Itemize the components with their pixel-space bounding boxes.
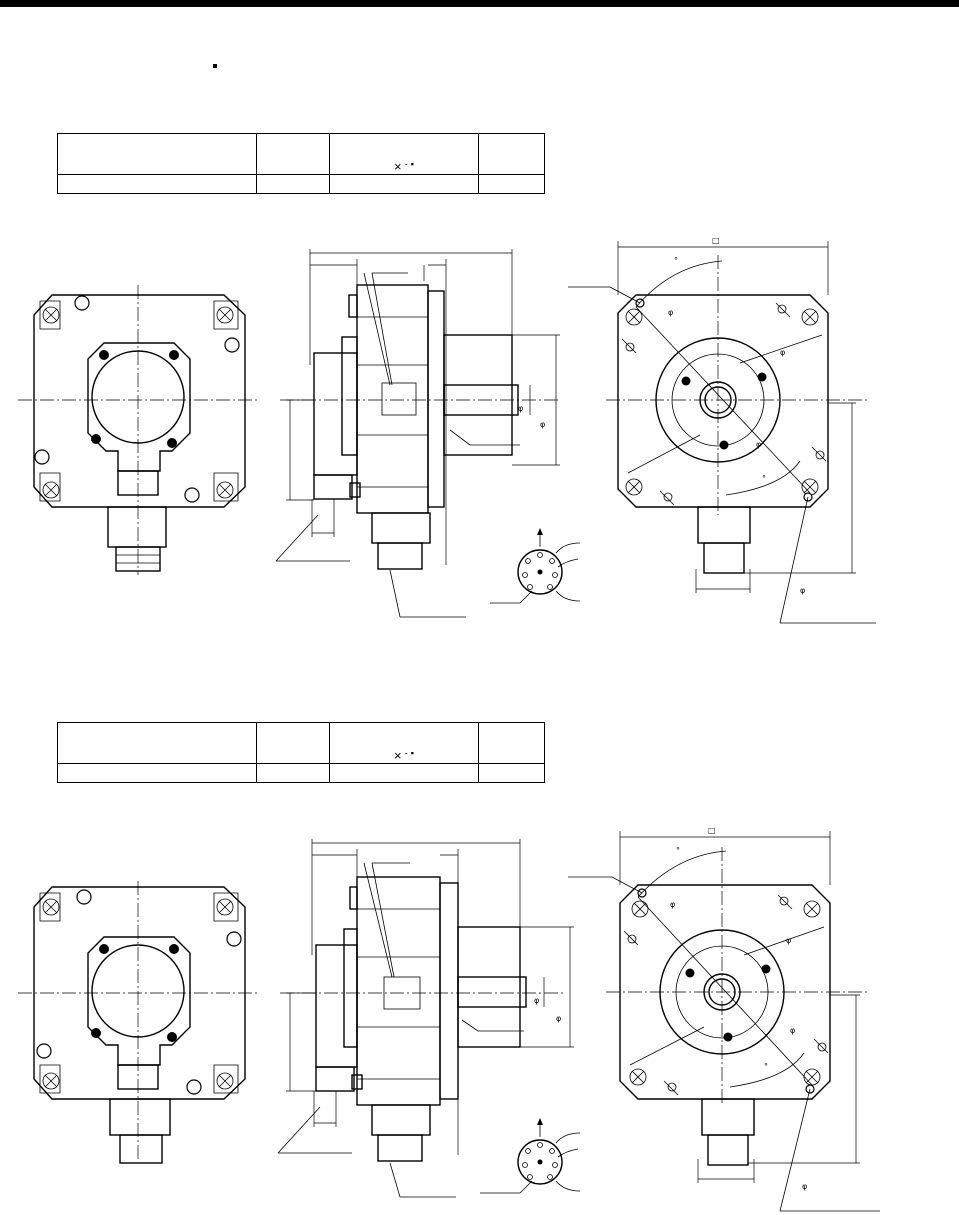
- rear-view: [18, 285, 260, 575]
- spec-table-cell: [57, 763, 257, 783]
- spec-table-2: × - ▪: [57, 722, 545, 783]
- front-view: □ ° ° φ φ φ φ φ φ: [534, 826, 880, 1212]
- diameter-symbol: φ: [668, 308, 673, 317]
- front-view: □ ° ° φ φ φ φ φ φ: [518, 236, 876, 624]
- spec-table-cell: [256, 174, 330, 194]
- spec-table-header-cell: [478, 722, 545, 764]
- spec-table-header-cell: [478, 133, 545, 175]
- diameter-symbol: φ: [534, 996, 539, 1005]
- spec-table-header-cell: [256, 133, 330, 175]
- diameter-symbol: φ: [756, 440, 761, 449]
- degree-symbol: °: [674, 256, 678, 265]
- side-view: [275, 249, 560, 618]
- spec-table-cell: [329, 174, 479, 194]
- diameter-symbol: φ: [800, 586, 805, 595]
- spec-table-1: × - ▪: [57, 133, 545, 194]
- spec-table-cell: [57, 174, 257, 194]
- diameter-symbol: φ: [786, 936, 791, 945]
- header-bar: [0, 0, 959, 7]
- motor-outline-drawing-1: □ ° ° φ φ φ φ φ φ: [18, 236, 876, 624]
- spec-table-cell: [256, 763, 330, 783]
- degree-symbol: °: [676, 846, 680, 855]
- spec-table-header-cell: × - ▪: [329, 133, 479, 175]
- diameter-symbol: φ: [802, 1182, 807, 1191]
- square-symbol: □: [712, 236, 720, 245]
- diameter-symbol: φ: [780, 348, 785, 357]
- diameter-symbol: φ: [540, 420, 545, 429]
- times-symbol: ×: [394, 159, 402, 174]
- square-symbol: □: [708, 826, 716, 835]
- title-bullet: [213, 64, 217, 68]
- degree-symbol: °: [762, 474, 766, 483]
- spec-table-header-cell: × - ▪: [329, 722, 479, 764]
- spec-table-header-cell: [256, 722, 330, 764]
- spec-table-cell: [329, 763, 479, 783]
- side-view: [277, 839, 574, 1198]
- spec-table-cell: [478, 763, 545, 783]
- connector-pin-view: [490, 528, 581, 604]
- diameter-symbol: φ: [670, 900, 675, 909]
- rear-view: [18, 881, 260, 1164]
- diameter-symbol: φ: [556, 1014, 561, 1023]
- diameter-symbol: φ: [518, 404, 523, 413]
- spec-table-cell: [478, 174, 545, 194]
- motor-outline-drawing-2: □ ° ° φ φ φ φ φ φ: [18, 826, 880, 1212]
- times-symbol: ×: [394, 748, 402, 763]
- spec-table-header-cell: [57, 133, 257, 175]
- connector-pin-view: [480, 1118, 581, 1194]
- spec-table-header-cell: [57, 722, 257, 764]
- diameter-symbol: φ: [790, 1026, 795, 1035]
- degree-symbol: °: [764, 1062, 768, 1071]
